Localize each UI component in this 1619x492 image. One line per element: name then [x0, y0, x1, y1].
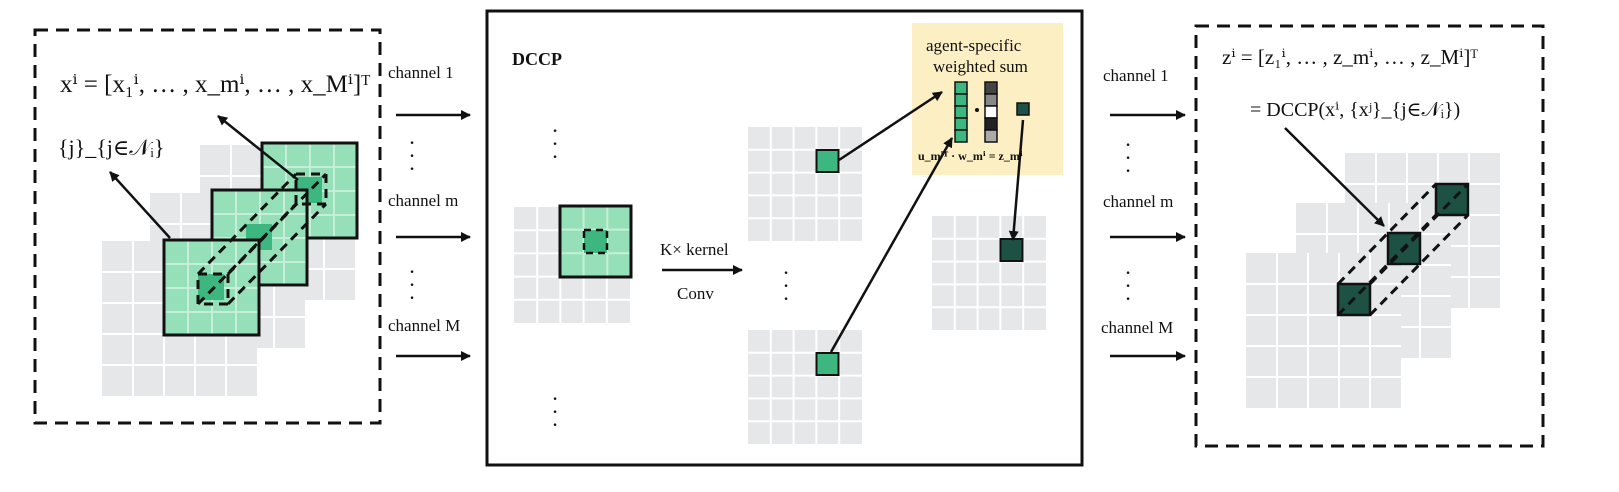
dccp-title: DCCP — [512, 49, 562, 69]
kernel-window — [558, 204, 633, 279]
neighbor-set-label: {j}_{j∈𝒩ᵢ} — [58, 135, 165, 160]
z-vector-label: zⁱ = [z₁ⁱ, … , z_mⁱ, … , z_Mⁱ]ᵀ — [1222, 45, 1478, 69]
x-vector-pointer — [217, 115, 299, 181]
channel-ellipsis-out-bottom: ··· — [1124, 260, 1132, 311]
channel-m-out-label: channel m — [1103, 192, 1174, 211]
channel-M-in-label: channel M — [388, 316, 461, 335]
center-ellipsis-mid: ··· — [782, 260, 790, 311]
channel-1-out-label: channel 1 — [1103, 66, 1169, 85]
neighbor-pointer — [109, 171, 171, 239]
weighted-sum-title-2: weighted sum — [933, 57, 1028, 76]
conv-label: Conv — [677, 284, 714, 303]
weighted-sum-formula: u_mⁱᵀ · w_mⁱ = z_mⁱ — [918, 149, 1023, 163]
output-channel-grid — [932, 216, 1046, 330]
channel-ellipsis-out-top: ··· — [1124, 132, 1132, 183]
center-ellipsis-top: ··· — [551, 118, 559, 169]
channel-tube — [196, 172, 328, 306]
left-input-panel — [33, 28, 382, 425]
channel-ellipsis-in-bottom: ··· — [408, 259, 416, 310]
channel-1-in-label: channel 1 — [388, 63, 454, 82]
u-vector — [954, 81, 968, 143]
x-vector-label: xⁱ = [x₁ⁱ, … , x_mⁱ, … , x_Mⁱ]ᵀ — [60, 71, 371, 98]
conv-output-grid — [748, 127, 862, 241]
z-to-output-arrow — [1008, 119, 1025, 241]
z-scalar-cell — [1016, 102, 1030, 116]
channel-M-out-label: channel M — [1101, 318, 1174, 337]
weighted-sum-title-1: agent-specific — [926, 36, 1022, 55]
gray-grid — [1246, 253, 1401, 408]
feature-to-weighted-sum-arrow — [829, 137, 954, 353]
dccp-panel — [485, 9, 1084, 467]
channel-m-in-label: channel m — [388, 191, 459, 210]
conv-kernel-label: K× kernel — [660, 240, 729, 259]
channel-ellipsis-in-top: ··· — [408, 130, 416, 181]
feature-to-weighted-sum-arrow — [838, 90, 943, 162]
dccp-output-pointer — [1284, 127, 1385, 227]
output-tube — [1336, 182, 1470, 317]
input-feature-stack — [162, 141, 359, 337]
z-definition-label: = DCCP(xⁱ, {xʲ}_{j∈𝒩ᵢ}) — [1250, 99, 1461, 121]
dot-product-symbol — [975, 108, 979, 112]
center-ellipsis-bottom: ··· — [551, 386, 559, 437]
conv-output-grid — [748, 330, 862, 444]
w-vector — [984, 81, 998, 143]
right-output-panel — [1194, 24, 1545, 448]
